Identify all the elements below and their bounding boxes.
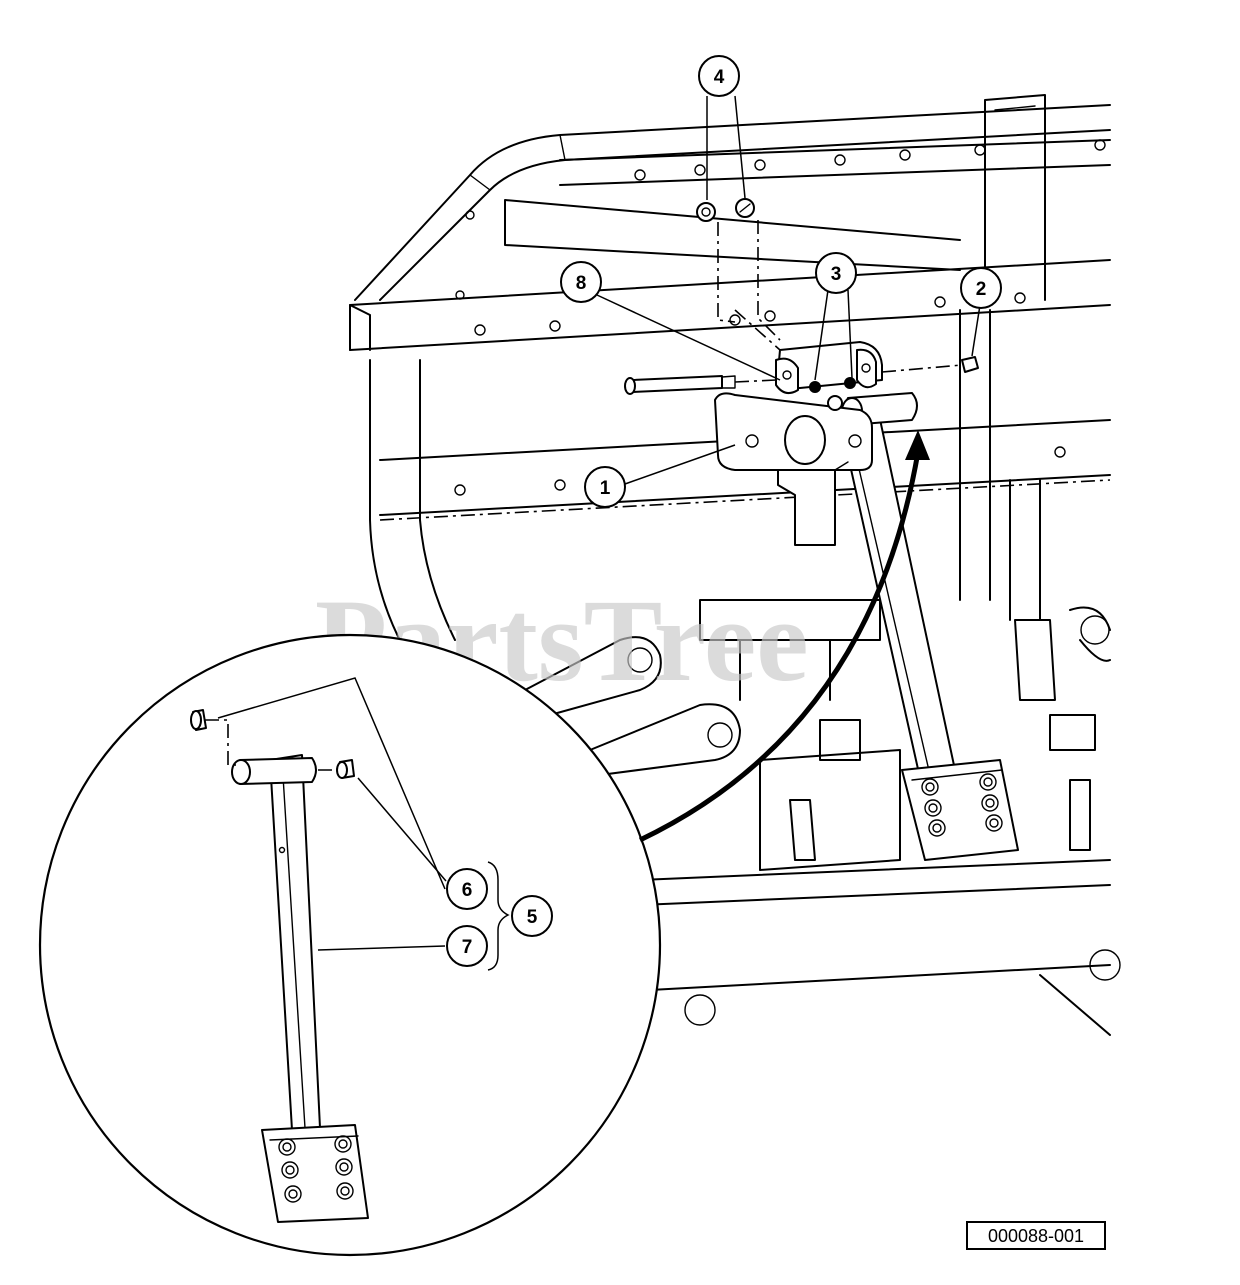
detail-view [38,430,930,1257]
callout-2: 2 [960,267,1002,309]
svg-text:8: 8 [576,273,587,294]
callout-4: 4 [698,55,740,97]
callout-3: 3 [815,252,857,294]
leader-lines [217,95,981,951]
callout-7: 7 [446,925,488,967]
detail-circle [38,633,662,1257]
figure-reference: 000088-001 [966,1221,1106,1250]
figure-reference-number: 000088-001 [988,1226,1084,1246]
detail-arrow [638,451,921,843]
svg-text:5: 5 [527,907,538,928]
svg-text:2: 2 [976,279,987,300]
svg-text:7: 7 [462,937,473,958]
callout-1: 1 [584,466,626,508]
arrow-head-icon [905,430,930,460]
svg-text:4: 4 [714,67,725,88]
callout-8: 8 [560,261,602,303]
pedal-assembly-installed [624,198,1019,861]
svg-text:3: 3 [831,264,842,285]
callout-5: 5 [511,895,553,937]
callout-6: 6 [446,868,488,910]
svg-text:6: 6 [462,880,473,901]
svg-text:1: 1 [600,478,611,499]
